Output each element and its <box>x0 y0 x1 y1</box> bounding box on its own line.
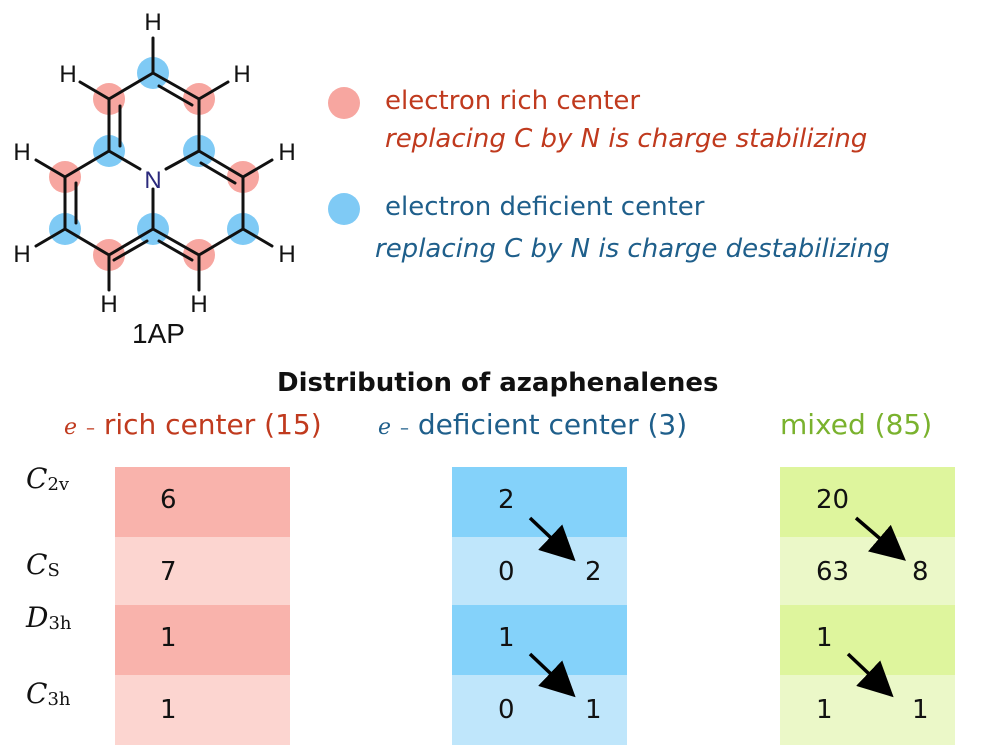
h-label: H <box>190 291 207 318</box>
cell-value-right: 8 <box>912 557 929 587</box>
deficient-center-legend-dot <box>328 193 360 225</box>
distribution-title: Distribution of azaphenalenes <box>277 368 719 398</box>
cell-value-left: 1 <box>498 623 515 653</box>
column-label-mixed: mixed (85) <box>780 408 933 441</box>
h-label: H <box>13 241 30 268</box>
symmetry-label-d3h: D3h <box>26 601 72 634</box>
rich-center-legend-subtitle: replacing C by N is charge stabilizing <box>385 124 868 154</box>
column-header-mixed: mixed (85) <box>780 408 932 441</box>
cell-value-right: 1 <box>585 695 602 725</box>
cell-value-left: 0 <box>498 695 515 725</box>
table-cell: 1 <box>115 605 290 675</box>
column-label-rich: rich center (15) <box>103 408 322 441</box>
cell-value-left: 63 <box>816 557 850 587</box>
column-header-rich: e – rich center (15) <box>64 408 322 441</box>
table-cell: 63 8 <box>780 537 955 605</box>
table-cell: 20 <box>780 467 955 537</box>
table-cell: 6 <box>115 467 290 537</box>
cell-value-left: 1 <box>160 695 177 725</box>
rich-center-legend-dot <box>328 87 360 119</box>
deficient-center-legend-subtitle: replacing C by N is charge destabilizing <box>375 234 890 264</box>
table-cell: 2 <box>452 467 627 537</box>
h-label: H <box>59 61 76 88</box>
table-cell: 7 <box>115 537 290 605</box>
symmetry-label-c2v: C2v <box>26 462 70 495</box>
electron-dash: – <box>85 418 95 439</box>
cell-value-left: 1 <box>816 695 833 725</box>
cell-value-left: 7 <box>160 557 177 587</box>
h-label: H <box>233 61 250 88</box>
table-cell: 1 <box>780 605 955 675</box>
table-cell: 1 <box>115 675 290 745</box>
nitrogen-label: N <box>144 167 161 194</box>
cell-value-right: 2 <box>585 557 602 587</box>
cell-value-right: 1 <box>912 695 929 725</box>
cell-value-left: 1 <box>160 623 177 653</box>
cell-value-left: 6 <box>160 485 177 515</box>
electron-symbol: e <box>378 415 392 440</box>
column-label-deficient: deficient center (3) <box>417 408 688 441</box>
molecule-structure: N H H H H H H H H H <box>13 9 295 318</box>
atom-labels: N H H H H H H H H H <box>13 9 295 318</box>
molecule-name: 1AP <box>132 318 185 349</box>
cell-value-left: 2 <box>498 485 515 515</box>
h-label: H <box>278 241 295 268</box>
bonds <box>34 36 274 292</box>
cell-value-left: 1 <box>816 623 833 653</box>
h-label: H <box>278 139 295 166</box>
electron-dash: – <box>399 418 409 439</box>
table-cell: 1 <box>452 605 627 675</box>
h-label: H <box>100 291 117 318</box>
symmetry-label-c3h: C3h <box>26 677 71 710</box>
cell-value-left: 0 <box>498 557 515 587</box>
h-label: H <box>13 139 30 166</box>
cell-value-left: 20 <box>816 485 850 515</box>
rich-center-legend-title: electron rich center <box>385 86 641 116</box>
symmetry-label-cs: CS <box>26 548 60 581</box>
deficient-center-legend-title: electron deficient center <box>385 192 705 222</box>
electron-symbol: e <box>64 415 78 440</box>
column-header-deficient: e – deficient center (3) <box>378 408 687 441</box>
h-label: H <box>144 9 161 36</box>
